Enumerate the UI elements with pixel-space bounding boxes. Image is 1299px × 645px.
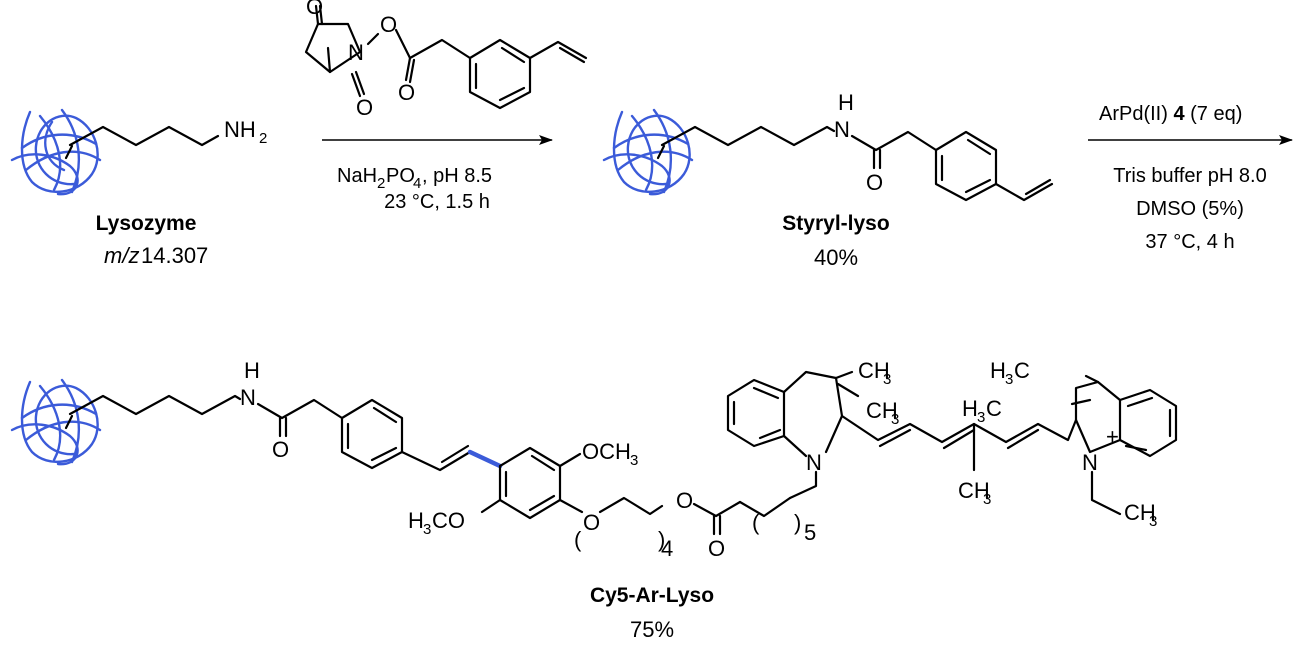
ethyl-ch3: CH xyxy=(1124,500,1156,525)
ome-bottom-h: H xyxy=(408,508,424,533)
r2-temp-time: 37 °C, 4 h xyxy=(1145,231,1234,253)
nhs-ester-reagent: O O N O O xyxy=(304,0,588,120)
cy5-ar-lyso-yield: 75% xyxy=(630,617,674,642)
gem-me-4-c: C xyxy=(986,396,1002,421)
gem-me-2: CH xyxy=(866,398,898,423)
alkyl-repeat-5: 5 xyxy=(804,520,816,545)
ethyl-ch3-sub: 3 xyxy=(1149,513,1157,530)
peg-paren-left: ( xyxy=(574,527,582,552)
ome-bottom-co: CO xyxy=(432,508,465,533)
r1-buffer-sub1: 2 xyxy=(377,175,385,192)
new-cc-bond xyxy=(467,449,503,469)
cy5-ar-lyso-name: Cy5-Ar-Lyso xyxy=(590,584,714,607)
lysine-chain-bonds xyxy=(68,125,220,147)
gem-me-4-h: H xyxy=(962,396,978,421)
succinimide-o-top: O xyxy=(306,0,323,19)
alkyl-paren-left: ( xyxy=(752,510,760,535)
r1-buffer-sub2: 4 xyxy=(413,175,421,192)
gem-me-3-c: C xyxy=(1014,358,1030,383)
protein-coil-icon xyxy=(10,378,102,466)
amine-nh-label: NH xyxy=(224,117,256,142)
peg-repeat-4: 4 xyxy=(661,536,673,561)
amide-o: O xyxy=(866,170,883,195)
alkyl-paren-right: ) xyxy=(794,510,801,535)
linker-carbonyl-o: O xyxy=(708,536,725,561)
lysozyme-structure: NH 2 Lysozyme m/z 14.307 xyxy=(10,108,267,268)
styryl-lyso-yield: 40% xyxy=(814,245,858,270)
cy5-ar-lyso-structure: N H O OCH 3 H 3 CO ( O ) 4 O O ( ) 5 xyxy=(10,358,1178,642)
succinimide-o-bottom: O xyxy=(356,95,373,120)
indolium-plus: + xyxy=(1106,424,1119,449)
amine-subscript-2: 2 xyxy=(259,130,267,147)
r1-buffer-main: NaH xyxy=(337,165,377,187)
styryl-lyso-structure: N H O Styryl-lyso 40% xyxy=(602,90,1054,270)
ester-carbonyl-o: O xyxy=(398,80,415,105)
meso-methyl: CH xyxy=(958,478,990,503)
gem-me-2-sub: 3 xyxy=(891,411,899,428)
gem-me-1: CH xyxy=(858,358,890,383)
styryl-lyso-name: Styryl-lyso xyxy=(782,212,889,235)
ome-top-sub3: 3 xyxy=(630,452,638,469)
cy5-amide-h: H xyxy=(244,358,260,383)
r1-buffer-tail: , pH 8.5 xyxy=(422,165,492,187)
r1-temp-time: 23 °C, 1.5 h xyxy=(384,191,490,213)
ome-top-label: OCH xyxy=(582,439,631,464)
gem-me-3-sub: 3 xyxy=(1005,371,1013,388)
r2-buffer: Tris buffer pH 8.0 xyxy=(1113,165,1266,187)
meso-methyl-sub: 3 xyxy=(983,491,991,508)
gem-me-3-h: H xyxy=(990,358,1006,383)
ester-o-link: O xyxy=(380,12,397,37)
gem-me-1-sub: 3 xyxy=(883,371,891,388)
indole-n-left: N xyxy=(806,450,822,475)
ome-bottom-sub3: 3 xyxy=(423,521,431,538)
lysozyme-name: Lysozyme xyxy=(96,212,197,235)
succinimide-n: N xyxy=(348,40,364,65)
indolium-n: N xyxy=(1082,450,1098,475)
peg-o: O xyxy=(583,510,600,535)
r2-reagent: ArPd(II) 4 (7 eq) xyxy=(1099,103,1242,125)
lysozyme-mass-value: 14.307 xyxy=(141,243,208,268)
r1-buffer-mid: PO xyxy=(386,165,415,187)
gem-me-4-sub: 3 xyxy=(977,409,985,426)
peg-paren-right: ) xyxy=(658,527,665,552)
cy5-amide-o: O xyxy=(272,437,289,462)
protein-coil-icon xyxy=(602,108,694,196)
linker-ester-o: O xyxy=(676,488,693,513)
amide-n: N xyxy=(834,117,850,142)
cy5-amide-n: N xyxy=(240,385,256,410)
amide-h: H xyxy=(838,90,854,115)
r2-solvent: DMSO (5%) xyxy=(1136,198,1244,220)
lysozyme-mass-label: m/z xyxy=(104,243,139,268)
protein-coil-icon xyxy=(10,108,102,196)
